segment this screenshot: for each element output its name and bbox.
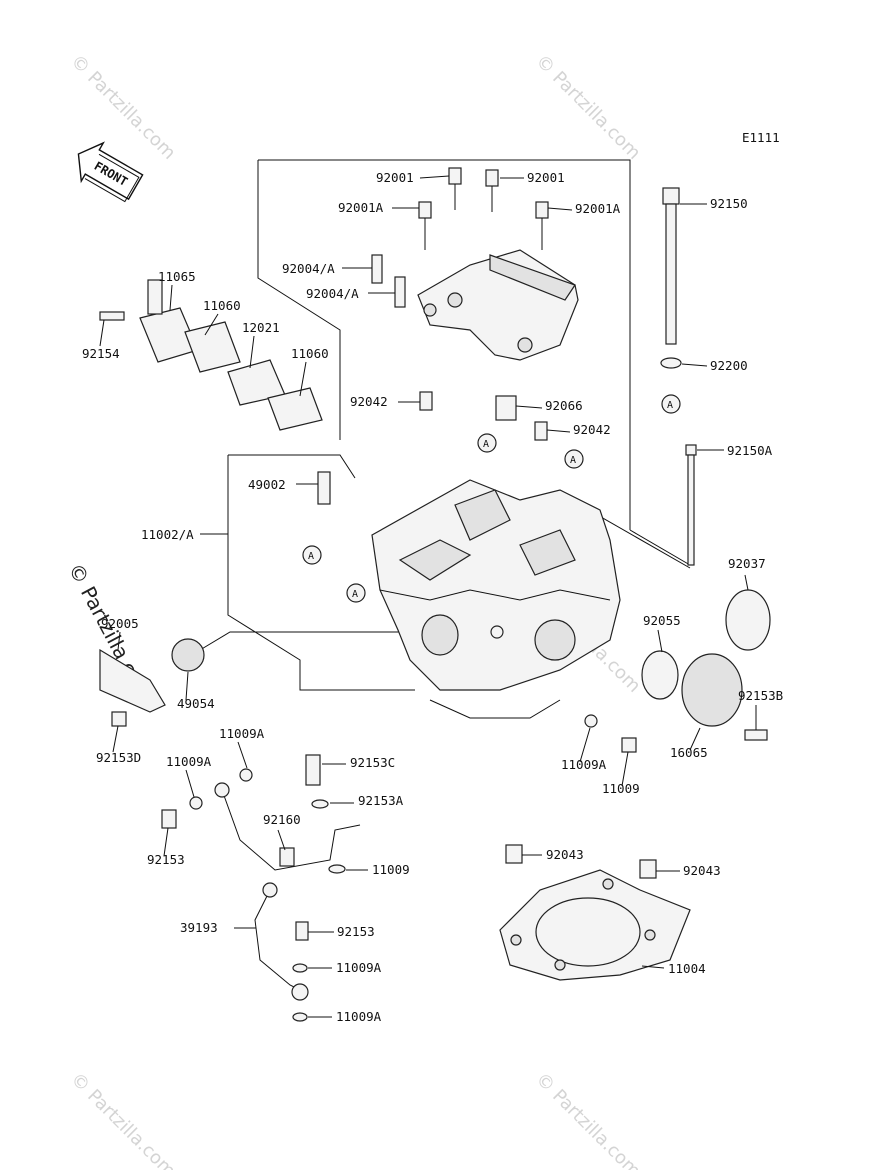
part-number-label[interactable]: 11002/A — [141, 527, 194, 542]
part-number-label[interactable]: 92066 — [545, 398, 583, 413]
leader-line — [515, 405, 543, 409]
part-number-label[interactable]: 92153A — [358, 793, 404, 808]
ref-markers: A A A A A — [302, 394, 681, 603]
part-number-label[interactable]: 92042 — [573, 422, 611, 437]
part-number-label[interactable]: 49054 — [177, 696, 215, 711]
leader-line — [744, 574, 749, 591]
leader-line — [579, 727, 591, 763]
thermostat-housing — [99, 638, 205, 727]
part-number-label[interactable]: 49002 — [248, 477, 286, 492]
part-number-label[interactable]: 92153B — [738, 688, 783, 703]
leader-line — [204, 313, 219, 336]
leader-line — [163, 827, 169, 857]
part-number-label[interactable]: 92055 — [643, 613, 681, 628]
ref-marker: A — [308, 551, 314, 562]
part-number-label[interactable]: 11009A — [166, 754, 212, 769]
ref-marker: A — [352, 589, 358, 600]
oil-pipe — [161, 714, 637, 1022]
frame-lines — [199, 159, 691, 719]
part-number-label[interactable]: 16065 — [670, 745, 708, 760]
part-number-label[interactable]: 92001 — [527, 170, 565, 185]
part-number-label[interactable]: 39193 — [180, 920, 218, 935]
leader-line — [185, 671, 189, 701]
part-number-label[interactable]: 11009A — [336, 1009, 382, 1024]
leader-line — [657, 629, 663, 653]
watermark: © Partzilla.com — [531, 1069, 644, 1170]
part-number-label[interactable]: 92001A — [338, 200, 384, 215]
part-number-label[interactable]: 11065 — [158, 269, 196, 284]
part-number-label[interactable]: 11009A — [336, 960, 382, 975]
leader-line — [681, 363, 708, 367]
head-gasket — [499, 844, 691, 981]
part-number-label[interactable]: 92200 — [710, 358, 748, 373]
part-number-label[interactable]: 92153C — [350, 755, 395, 770]
leader-line — [117, 631, 121, 651]
part-number-label[interactable]: 92001A — [575, 201, 621, 216]
part-number-label[interactable]: 92005 — [101, 616, 139, 631]
watermark: © Partzilla.com — [66, 51, 179, 164]
cylinder-head — [371, 479, 621, 691]
watermark: © Partzilla.com — [531, 51, 644, 164]
leader-line — [185, 769, 195, 798]
part-number-label[interactable]: 92160 — [263, 812, 301, 827]
part-number-label[interactable]: 11004 — [668, 961, 706, 976]
ref-marker: A — [483, 439, 489, 450]
part-number-label[interactable]: 92001 — [376, 170, 414, 185]
leader-line — [277, 829, 286, 851]
part-number-label[interactable]: 11009A — [219, 726, 265, 741]
part-number-label[interactable]: 11009A — [561, 757, 607, 772]
part-number-label[interactable]: 11009 — [602, 781, 640, 796]
leader-line — [689, 727, 701, 751]
camshaft-holder — [417, 249, 579, 361]
leader-line — [99, 319, 105, 347]
part-number-label[interactable]: 92042 — [350, 394, 388, 409]
leader-line — [112, 725, 119, 753]
leader-line — [419, 175, 450, 179]
intake-joint — [641, 589, 771, 741]
callout-labels: 92001 92001 92001A 92001A 92150 92004/A 92004/… — [82, 170, 783, 1024]
part-number-label[interactable]: 92150A — [727, 443, 773, 458]
diagram-code: E1111 — [742, 130, 780, 145]
front-arrow-icon: FRONT — [77, 141, 144, 203]
part-number-label[interactable]: 92153 — [337, 924, 375, 939]
part-number-label[interactable]: 92154 — [82, 346, 120, 361]
part-number-label[interactable]: 92004/A — [306, 286, 359, 301]
part-number-label[interactable]: 92037 — [728, 556, 766, 571]
leader-line — [249, 335, 255, 369]
part-number-label[interactable]: 11009 — [372, 862, 410, 877]
leader-line — [299, 361, 307, 397]
part-number-label[interactable]: 11060 — [203, 298, 241, 313]
part-number-label[interactable]: 92004/A — [282, 261, 335, 276]
part-number-label[interactable]: 92043 — [546, 847, 584, 862]
water-outlet-parts — [99, 279, 323, 431]
part-number-label[interactable]: 92153 — [147, 852, 185, 867]
part-number-label[interactable]: 11060 — [291, 346, 329, 361]
head-bolts — [371, 167, 549, 308]
ref-marker: A — [570, 455, 576, 466]
leader-line — [641, 965, 665, 969]
part-number-label[interactable]: 92043 — [683, 863, 721, 878]
stud-bolt — [660, 187, 697, 566]
part-number-label[interactable]: 12021 — [242, 320, 280, 335]
small-parts — [317, 391, 548, 505]
leader-line — [237, 741, 248, 769]
part-number-label[interactable]: 92153D — [96, 750, 141, 765]
watermark: © Partzilla.com — [66, 1069, 179, 1170]
leader-line — [169, 284, 173, 311]
leader-line — [547, 207, 573, 211]
ref-marker: A — [667, 400, 673, 411]
leader-line — [621, 751, 629, 787]
leader-line — [546, 429, 571, 433]
part-number-label[interactable]: 92150 — [710, 196, 748, 211]
